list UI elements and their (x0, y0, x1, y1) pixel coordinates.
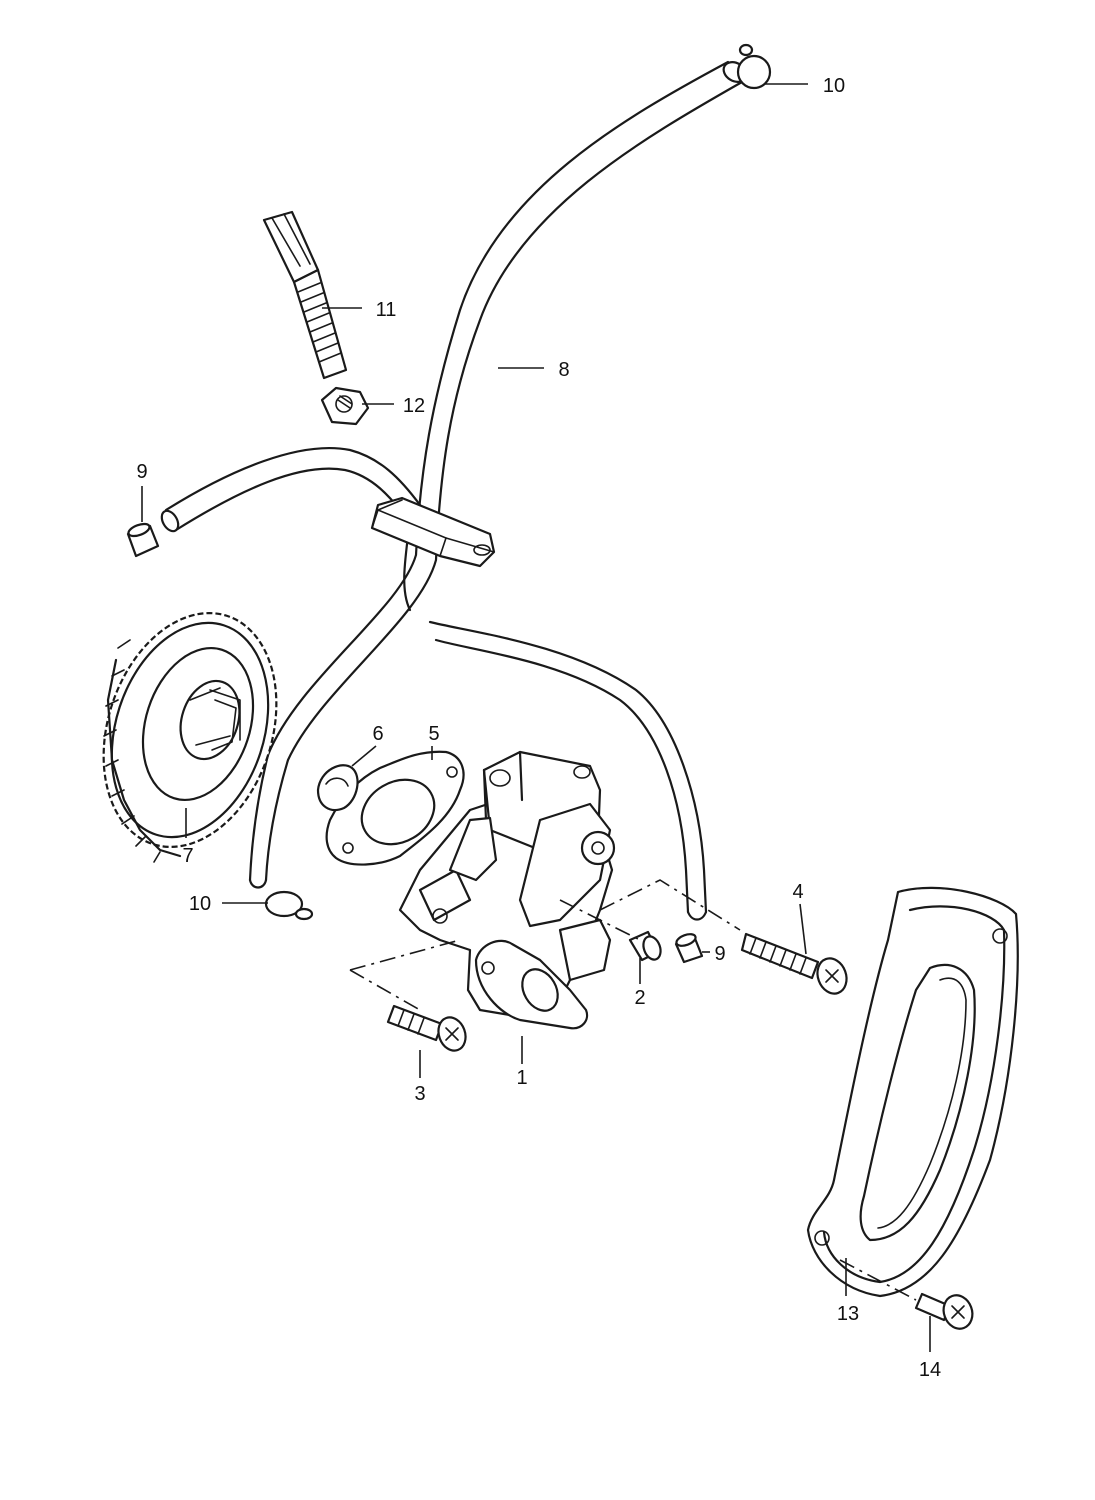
screw-14-icon (914, 1292, 974, 1330)
gasket-5-icon (325, 750, 465, 866)
callout-3: 3 (414, 1083, 425, 1105)
leader-lines (141, 83, 931, 1352)
pump-drive-gear-7-icon (102, 611, 278, 863)
bolt-11-icon (262, 210, 348, 380)
nut-12-icon (320, 386, 370, 426)
callout-labels: 1 2 3 4 5 6 7 8 9 9 10 10 11 12 13 14 (136, 75, 941, 1381)
washer-10-top-icon (736, 43, 772, 90)
oil-hose-branch (428, 620, 708, 921)
hose-holder-clamp (370, 496, 496, 568)
callout-5: 5 (428, 723, 439, 745)
callout-13: 13 (837, 1303, 859, 1325)
callout-10-top: 10 (823, 75, 845, 97)
cover-13-icon (806, 886, 1019, 1298)
assembly-center-lines (349, 879, 917, 1301)
bolt-3-icon (386, 1004, 467, 1052)
cap-9-right-icon (674, 933, 704, 964)
callout-12: 12 (403, 395, 425, 417)
callout-4: 4 (792, 881, 803, 903)
o-ring-6-icon (316, 764, 359, 812)
callout-9-left: 9 (136, 461, 147, 483)
callout-11: 11 (376, 299, 397, 321)
callout-1: 1 (516, 1067, 527, 1089)
callout-7: 7 (182, 845, 193, 867)
callout-6: 6 (372, 723, 383, 745)
oil-pump-1-icon (398, 750, 616, 1030)
oil-hose-upper-left (160, 446, 422, 612)
callout-2: 2 (634, 987, 645, 1009)
callout-10-bottom: 10 (189, 893, 211, 915)
screw-2-icon (628, 930, 662, 962)
cap-9-left-icon (126, 522, 160, 558)
callout-8: 8 (558, 359, 569, 381)
bolt-4-icon (740, 932, 848, 995)
callout-9-right: 9 (714, 943, 725, 965)
washer-10-bottom-icon (264, 890, 314, 921)
callout-14: 14 (919, 1359, 941, 1381)
